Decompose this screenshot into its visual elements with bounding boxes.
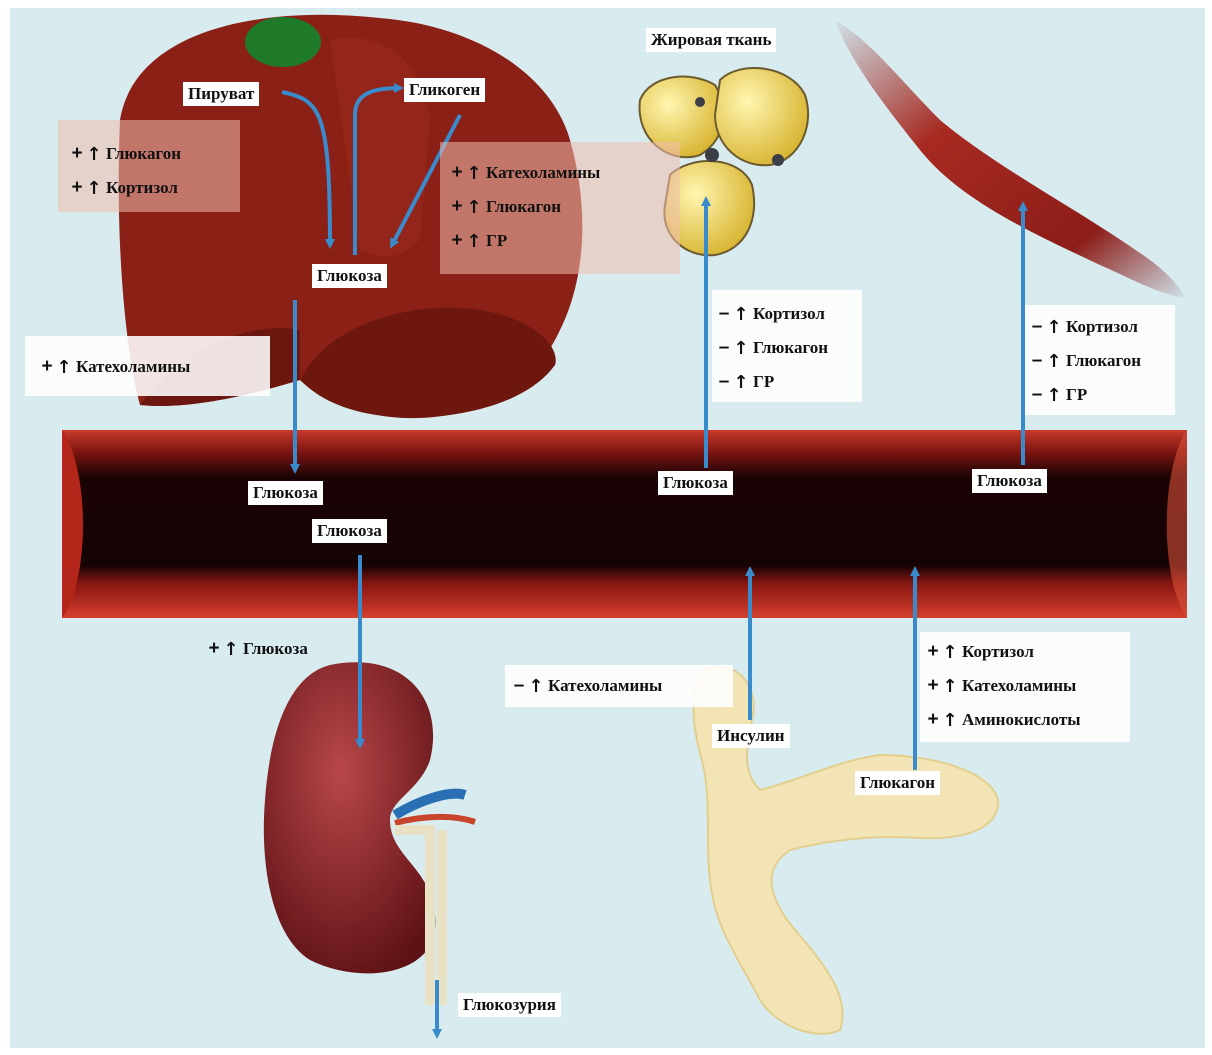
label-glikogen: Гликоген: [404, 78, 485, 102]
label-piruvat: Пируват: [183, 82, 259, 106]
label-insulin: Инсулин: [712, 724, 790, 748]
up-arrow-icon: ↑: [733, 372, 749, 393]
label-liver-glucose: Глюкоза: [312, 264, 387, 288]
liver-right-regulators: +↑Катехоламины +↑Глюкагон +↑ГР: [448, 156, 600, 258]
regulator-row: +↑Глюкагон: [448, 190, 600, 224]
regulator-row: +↑Аминокислоты: [924, 703, 1081, 737]
label-glucosuria: Глюкозурия: [458, 993, 561, 1017]
regulator-row: –↑Кортизол: [715, 297, 828, 331]
label-pancreas-glucagon: Глюкагон: [855, 771, 940, 795]
up-arrow-icon: ↑: [733, 338, 749, 359]
blood-vessel: [62, 430, 1187, 618]
up-arrow-icon: ↑: [466, 231, 482, 252]
regulator-row: –↑Глюкагон: [715, 331, 828, 365]
regulator-row: +↑Глюкоза: [205, 632, 308, 666]
up-arrow-icon: ↑: [56, 357, 72, 378]
up-arrow-icon: ↑: [223, 639, 239, 660]
label-adipose-title: Жировая ткань: [646, 28, 776, 52]
up-arrow-icon: ↑: [1046, 385, 1062, 406]
up-arrow-icon: ↑: [528, 676, 544, 697]
kidney-regulator: +↑Глюкоза: [205, 632, 308, 666]
regulator-row: +↑Катехоламины: [448, 156, 600, 190]
regulator-row: +↑Катехоламины: [924, 669, 1081, 703]
muscle-regulators: –↑Кортизол –↑Глюкагон –↑ГР: [1028, 310, 1141, 412]
regulator-row: –↑Катехоламины: [510, 669, 662, 703]
regulator-row: +↑Кортизол: [924, 635, 1081, 669]
label-vessel-glucose-adipose: Глюкоза: [658, 471, 733, 495]
regulator-row: +↑Кортизол: [68, 171, 181, 205]
up-arrow-icon: ↑: [466, 163, 482, 184]
regulator-row: +↑ГР: [448, 224, 600, 258]
regulator-row: –↑ГР: [715, 365, 828, 399]
label-vessel-glucose-kidney: Глюкоза: [312, 519, 387, 543]
regulator-row: +↑Глюкагон: [68, 137, 181, 171]
up-arrow-icon: ↑: [942, 676, 958, 697]
regulator-row: –↑Глюкагон: [1028, 344, 1141, 378]
gallbladder: [245, 17, 321, 67]
up-arrow-icon: ↑: [733, 304, 749, 325]
up-arrow-icon: ↑: [466, 197, 482, 218]
insulin-regulator: –↑Катехоламины: [510, 669, 662, 703]
up-arrow-icon: ↑: [86, 178, 102, 199]
glucagon-regulators: +↑Кортизол +↑Катехоламины +↑Аминокислоты: [924, 635, 1081, 737]
up-arrow-icon: ↑: [1046, 351, 1062, 372]
regulator-row: –↑ГР: [1028, 378, 1141, 412]
label-vessel-glucose-liver: Глюкоза: [248, 481, 323, 505]
up-arrow-icon: ↑: [86, 144, 102, 165]
regulator-row: +↑Катехоламины: [38, 350, 190, 384]
regulator-row: –↑Кортизол: [1028, 310, 1141, 344]
label-vessel-glucose-muscle: Глюкоза: [972, 469, 1047, 493]
liver-outflow-regulator: +↑Катехоламины: [38, 350, 190, 384]
adipose-regulators: –↑Кортизол –↑Глюкагон –↑ГР: [715, 297, 828, 399]
up-arrow-icon: ↑: [942, 642, 958, 663]
up-arrow-icon: ↑: [1046, 317, 1062, 338]
liver-left-regulators: +↑Глюкагон +↑Кортизол: [68, 137, 181, 205]
up-arrow-icon: ↑: [942, 710, 958, 731]
